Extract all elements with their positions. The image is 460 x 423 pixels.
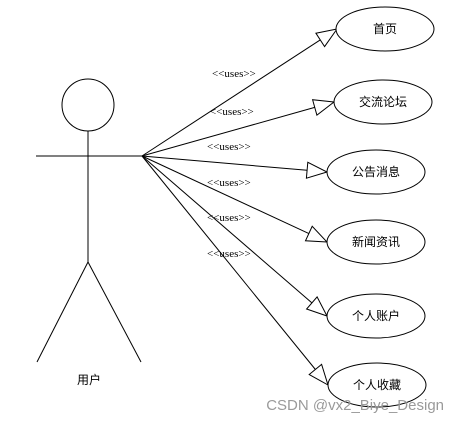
use-case-news: 新闻资讯	[326, 219, 426, 265]
uses-stereotype-label: <<uses>>	[207, 212, 251, 224]
association-line	[141, 155, 313, 304]
use-case-label: 首页	[373, 22, 397, 36]
association-arrowhead	[304, 225, 329, 243]
association-line	[141, 155, 316, 370]
actor-label: 用户	[77, 372, 101, 387]
use-case-label: 公告消息	[352, 164, 400, 179]
association-line	[141, 155, 308, 171]
use-case-label: 新闻资讯	[352, 234, 400, 249]
actor-right-leg	[87, 261, 142, 363]
uses-stereotype-label: <<uses>>	[207, 177, 251, 189]
use-case-ellipse	[326, 219, 426, 265]
use-case-forum: 交流论坛	[333, 79, 433, 125]
use-case-favorites: 个人收藏	[327, 362, 427, 408]
watermark-text: CSDN @vx2_Biye_Design	[266, 397, 444, 414]
use-case-account: 个人账户	[326, 293, 426, 339]
use-case-ellipse	[326, 293, 426, 339]
association-arrowhead	[315, 28, 339, 48]
association-arrowhead	[308, 363, 329, 387]
use-case-ellipse	[327, 362, 427, 408]
uses-stereotype-label: <<uses>>	[207, 248, 251, 260]
association-arrowhead	[311, 99, 336, 116]
association-lines	[141, 28, 339, 387]
use-case-ellipse	[326, 149, 426, 195]
use-case-announcements: 公告消息	[326, 149, 426, 195]
association-arrowhead	[305, 296, 329, 317]
association-arrowhead	[305, 161, 329, 179]
uses-stereotype-label: <<uses>>	[207, 141, 251, 153]
actor-figure	[36, 78, 142, 363]
uses-stereotype-label: <<uses>>	[210, 106, 254, 118]
use-case-home: 首页	[335, 6, 435, 52]
use-case-ellipse	[335, 6, 435, 52]
use-case-label: 个人账户	[352, 308, 400, 323]
association-line	[141, 39, 321, 157]
use-case-label: 个人收藏	[353, 378, 401, 392]
uses-stereotype-label: <<uses>>	[212, 68, 256, 80]
actor-left-leg	[36, 261, 89, 363]
association-line	[141, 106, 315, 157]
actor-head	[61, 78, 115, 132]
use-case-ellipse	[333, 79, 433, 125]
use-case-label: 交流论坛	[359, 94, 407, 109]
association-line	[141, 155, 310, 235]
